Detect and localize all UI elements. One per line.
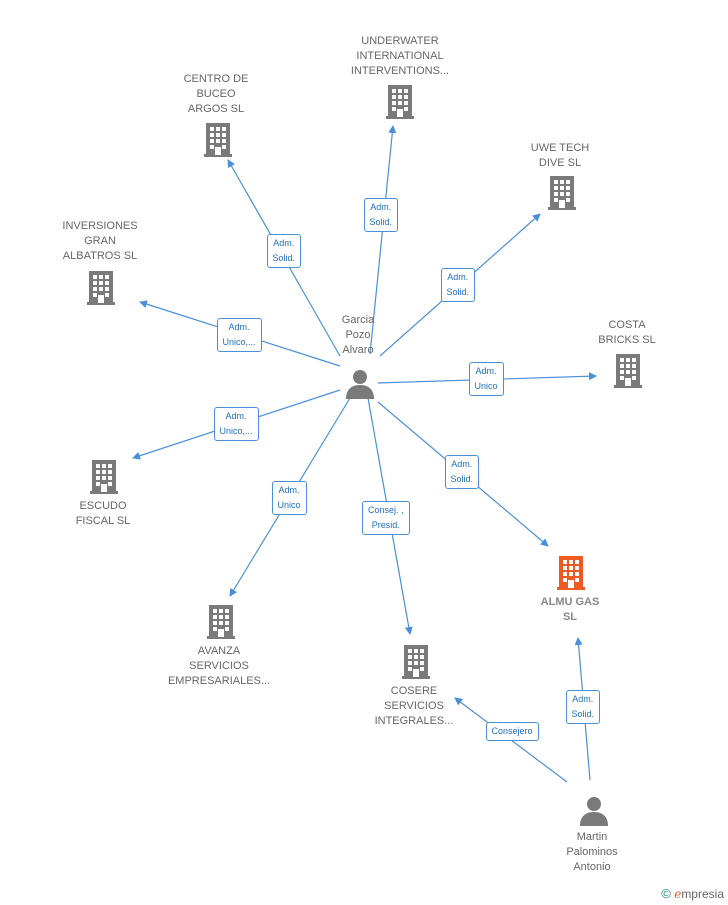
company-label-almu[interactable]: ALMU GAS SL xyxy=(540,596,600,623)
person-icon-martin[interactable] xyxy=(580,797,608,826)
building-icon-escudo[interactable] xyxy=(90,460,118,494)
person-label-martin[interactable]: Martin Palominos Antonio xyxy=(566,831,618,873)
building-icon-inversiones[interactable] xyxy=(87,271,115,305)
company-label-escudo[interactable]: ESCUDO FISCAL SL xyxy=(75,500,131,527)
building-icon-uwe[interactable] xyxy=(548,176,576,210)
person-icon-garcia[interactable] xyxy=(346,370,374,399)
company-label-inversiones[interactable]: INVERSIONES GRAN ALBATROS SL xyxy=(62,220,138,262)
brand-initial: e xyxy=(674,887,682,901)
company-label-centro[interactable]: CENTRO DE BUCEO ARGOS SL xyxy=(183,73,249,115)
company-label-costa[interactable]: COSTA BRICKS SL xyxy=(598,319,656,346)
company-label-avanza[interactable]: AVANZA SERVICIOS EMPRESARIALES... xyxy=(167,645,271,687)
edge-label-garcia-inversiones[interactable]: Adm. Unico,... xyxy=(216,318,262,352)
edge-label-martin-cosere[interactable]: Consejero xyxy=(485,721,539,741)
building-icon-avanza[interactable] xyxy=(207,605,235,639)
edge-label-garcia-cosere[interactable]: Consej. , Presid. xyxy=(362,501,410,535)
company-label-uwe[interactable]: UWE TECH DIVE SL xyxy=(530,142,590,169)
footer-brand: © empresia xyxy=(661,886,724,901)
person-label-garcia[interactable]: Garcia Pozo Alvaro xyxy=(341,314,375,356)
edge-label-garcia-almu[interactable]: Adm. Solid. xyxy=(444,455,480,489)
edge-label-garcia-costa[interactable]: Adm. Unico xyxy=(468,362,504,396)
company-label-cosere[interactable]: COSERE SERVICIOS INTEGRALES... xyxy=(374,685,454,727)
edge-label-garcia-uwe[interactable]: Adm. Solid. xyxy=(440,268,476,302)
building-icon-costa[interactable] xyxy=(614,354,642,388)
building-icon-cosere[interactable] xyxy=(402,645,430,679)
edge-label-garcia-escudo[interactable]: Adm. Unico,... xyxy=(213,407,259,441)
company-label-underwater[interactable]: UNDERWATER INTERNATIONAL INTERVENTIONS..… xyxy=(350,35,450,77)
copyright-symbol: © xyxy=(661,886,671,901)
building-icon-underwater[interactable] xyxy=(386,85,414,119)
edge-label-garcia-avanza[interactable]: Adm. Unico xyxy=(271,481,307,515)
edge-garcia-underwater xyxy=(369,125,397,355)
brand-name: mpresia xyxy=(681,887,724,901)
building-icon-centro[interactable] xyxy=(204,123,232,157)
edge-label-martin-almu[interactable]: Adm. Solid. xyxy=(565,690,601,724)
building-icon-almu[interactable] xyxy=(557,556,585,590)
edge-label-garcia-centro[interactable]: Adm. Solid. xyxy=(266,234,302,268)
edge-label-garcia-underwater[interactable]: Adm. Solid. xyxy=(363,198,399,232)
